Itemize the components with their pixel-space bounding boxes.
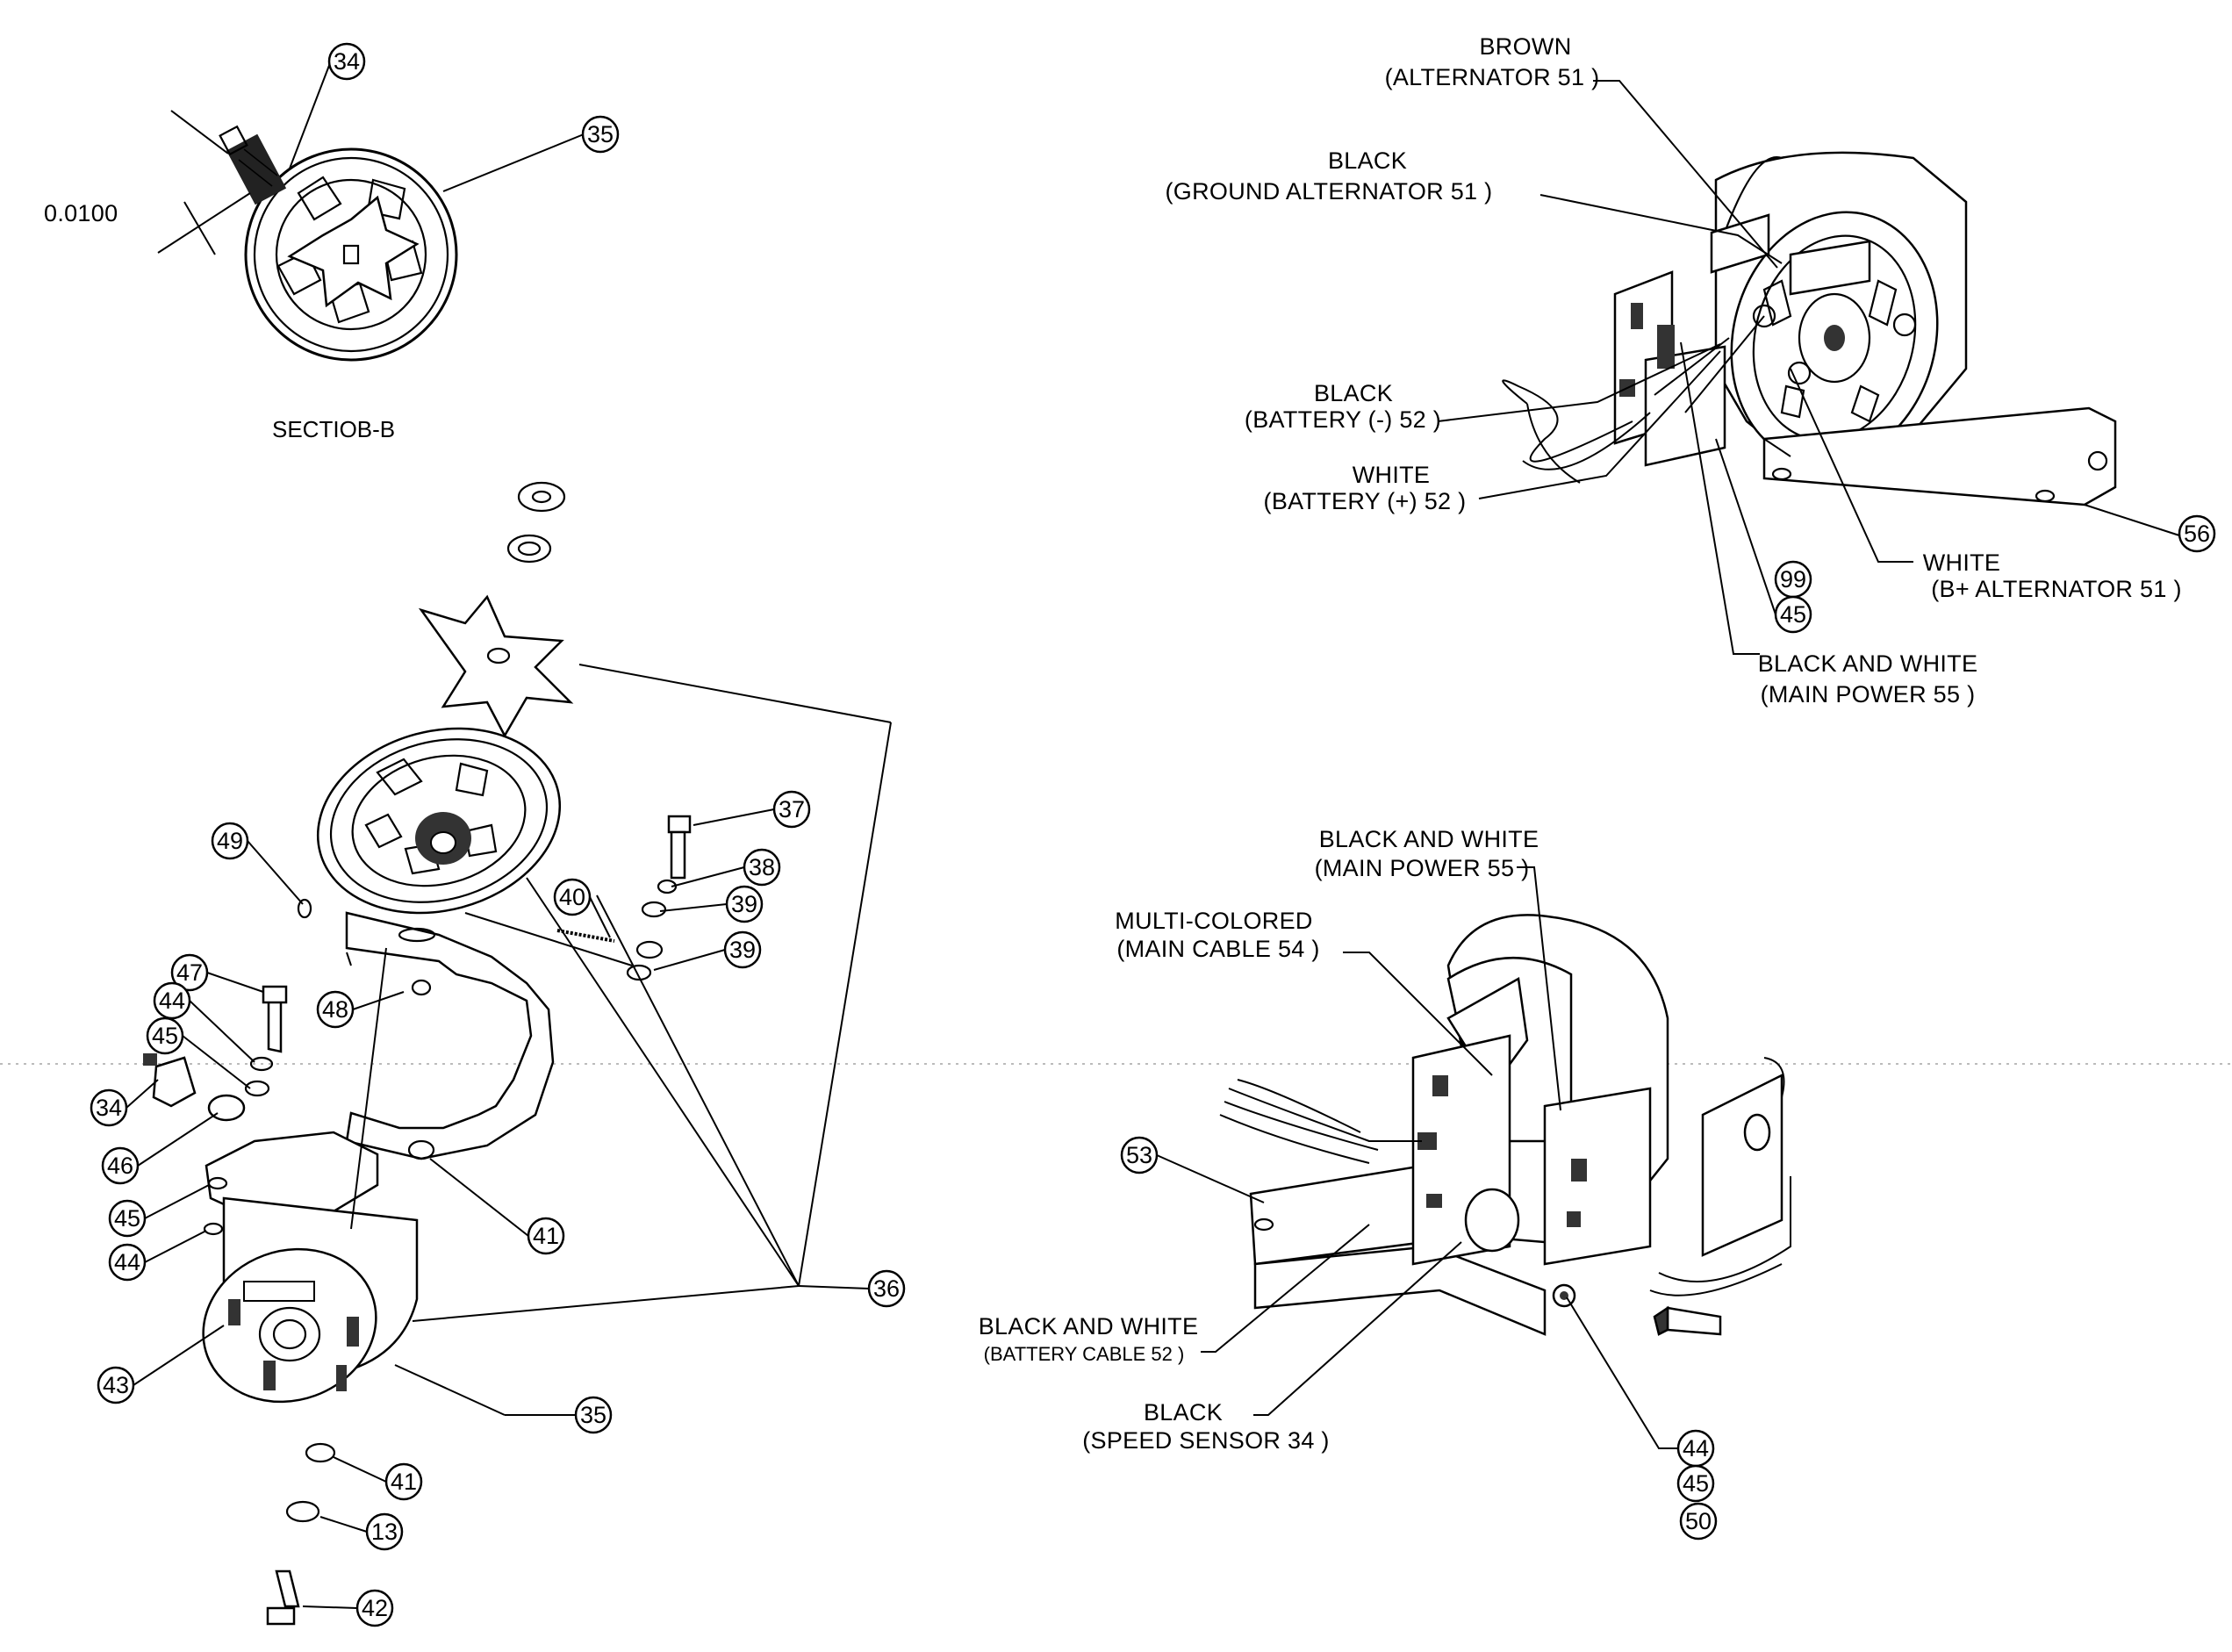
section-caption: SECTIOB-B: [272, 416, 395, 442]
small-parts: [143, 815, 692, 1626]
label-white-b-detail: (B+ ALTERNATOR 51 ): [1931, 576, 2182, 602]
callout-35-exploded: 35: [580, 1402, 606, 1428]
callout-36: 36: [873, 1275, 900, 1302]
callout-39: 39: [731, 891, 757, 917]
label-black-ground-detail: (GROUND ALTERNATOR 51 ): [1166, 178, 1493, 205]
label-main-cable-detail: (MAIN CABLE 54 ): [1116, 936, 1319, 962]
callout-47: 47: [176, 959, 203, 986]
callout-46: 46: [107, 1153, 133, 1179]
label-black-white-main-detail: (MAIN POWER 55 ): [1761, 681, 1976, 707]
callout-44-br: 44: [1683, 1435, 1709, 1462]
label-white-battery-detail: (BATTERY (+) 52 ): [1264, 488, 1467, 514]
label-battery-cable-detail: (BATTERY CABLE 52 ): [984, 1343, 1185, 1365]
exploded-callouts: 49 47 44 45 34 46 45 44 43 48 41 37 38: [90, 790, 906, 1627]
label-black-white-main: BLACK AND WHITE: [1758, 650, 1978, 677]
label-black-battery: BLACK: [1314, 380, 1393, 406]
pulley-inner-rim: [253, 156, 449, 353]
label-main-power-detail: (MAIN POWER 55 ): [1315, 855, 1530, 881]
callout-45-br: 45: [1683, 1470, 1709, 1497]
label-speed-sensor: BLACK: [1144, 1399, 1223, 1426]
pulley-outer-rim: [244, 147, 458, 362]
callout-48: 48: [322, 996, 348, 1023]
label-speed-sensor-detail: (SPEED SENSOR 34 ): [1082, 1427, 1329, 1454]
label-battery-cable: BLACK AND WHITE: [979, 1313, 1199, 1340]
callout-40: 40: [559, 884, 585, 910]
label-brown-detail: (ALTERNATOR 51 ): [1385, 64, 1600, 90]
dim-line-top: [170, 110, 229, 154]
callout-45-top: 45: [1780, 601, 1806, 628]
callout-35-circle: [581, 115, 620, 154]
callout-34-circle: [327, 42, 366, 81]
label-main-power: BLACK AND WHITE: [1319, 826, 1539, 852]
callout-13: 13: [371, 1519, 398, 1545]
callout-38: 38: [749, 854, 775, 880]
callout-45: 45: [152, 1023, 178, 1049]
label-brown: BROWN: [1480, 33, 1572, 60]
capacitor: [1464, 1188, 1520, 1253]
speed-sensor-section: [219, 125, 287, 205]
top-right-alternator-view: BROWN (ALTERNATOR 51 ) BLACK (GROUND ALT…: [1166, 33, 2216, 707]
star-plate: [287, 195, 420, 308]
pulley-hub-ring: [275, 178, 427, 331]
callout-39-lower: 39: [729, 937, 756, 963]
callout-45-lower: 45: [114, 1205, 140, 1232]
washer: [506, 534, 552, 564]
callout-50: 50: [1685, 1508, 1712, 1534]
label-black-battery-detail: (BATTERY (-) 52 ): [1245, 406, 1441, 433]
exploded-pulley: [316, 727, 562, 915]
callout-41: 41: [533, 1223, 559, 1249]
callout-41-lower: 41: [391, 1469, 417, 1495]
callout-99: 99: [1780, 566, 1806, 593]
callout-44: 44: [159, 988, 185, 1014]
exploded-view: 49 47 44 45 34 46 45 44 43 48 41 37 38: [90, 481, 906, 1627]
nut: [517, 481, 566, 513]
callout-34: 34: [334, 48, 360, 75]
label-black-ground: BLACK: [1328, 147, 1407, 174]
callout-34-exploded: 34: [96, 1095, 122, 1121]
bottom-right-assembly-view: BLACK AND WHITE (MAIN POWER 55 ) MULTI-C…: [979, 826, 1791, 1541]
callout-35: 35: [587, 121, 614, 147]
callout-56: 56: [2184, 521, 2210, 547]
dim-line-bottom: [157, 192, 251, 254]
callout-53: 53: [1126, 1142, 1152, 1168]
callout-42: 42: [362, 1595, 388, 1621]
callout-43: 43: [103, 1372, 129, 1398]
section-b-b-view: 0.0100 SECTIOB-B 34 35: [44, 42, 620, 442]
label-main-cable: MULTI-COLORED: [1115, 908, 1312, 934]
dimension-value: 0.0100: [44, 200, 118, 226]
callout-49: 49: [217, 828, 243, 854]
center-key: [342, 244, 360, 265]
callout-44-lower: 44: [114, 1249, 140, 1275]
mounting-rail: [1762, 406, 2117, 506]
exploded-star-plate: [418, 594, 574, 738]
label-white-battery: WHITE: [1353, 462, 1431, 488]
dim-arrow: [183, 201, 216, 255]
alternator-body: [202, 1131, 419, 1404]
mounting-bracket: [345, 911, 555, 1160]
label-white-b: WHITE: [1923, 549, 2001, 576]
callout-37: 37: [779, 796, 805, 822]
